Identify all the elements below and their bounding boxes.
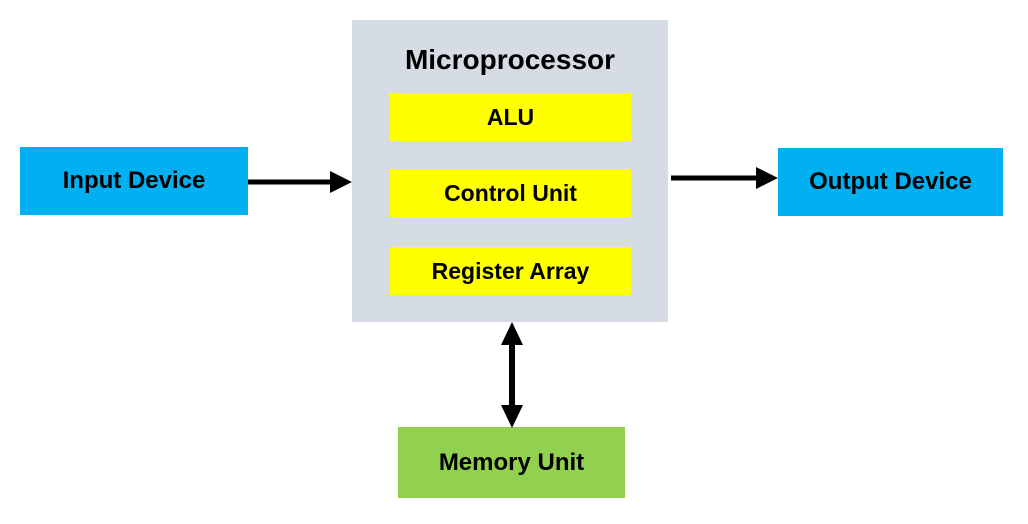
- input-device-block: Input Device: [20, 147, 248, 215]
- input-to-processor-arrow: [248, 171, 352, 193]
- register-array-block: Register Array: [390, 247, 631, 295]
- processor-to-output-arrow: [671, 167, 778, 189]
- microprocessor-box: Microprocessor ALU Control Unit Register…: [352, 20, 668, 322]
- microprocessor-title: Microprocessor: [404, 44, 616, 75]
- control-unit-block: Control Unit: [390, 169, 631, 217]
- alu-block: ALU: [390, 93, 631, 141]
- output-device-block: Output Device: [778, 148, 1003, 216]
- memory-unit-block: Memory Unit: [398, 427, 625, 498]
- processor-memory-double-arrow: [501, 322, 523, 428]
